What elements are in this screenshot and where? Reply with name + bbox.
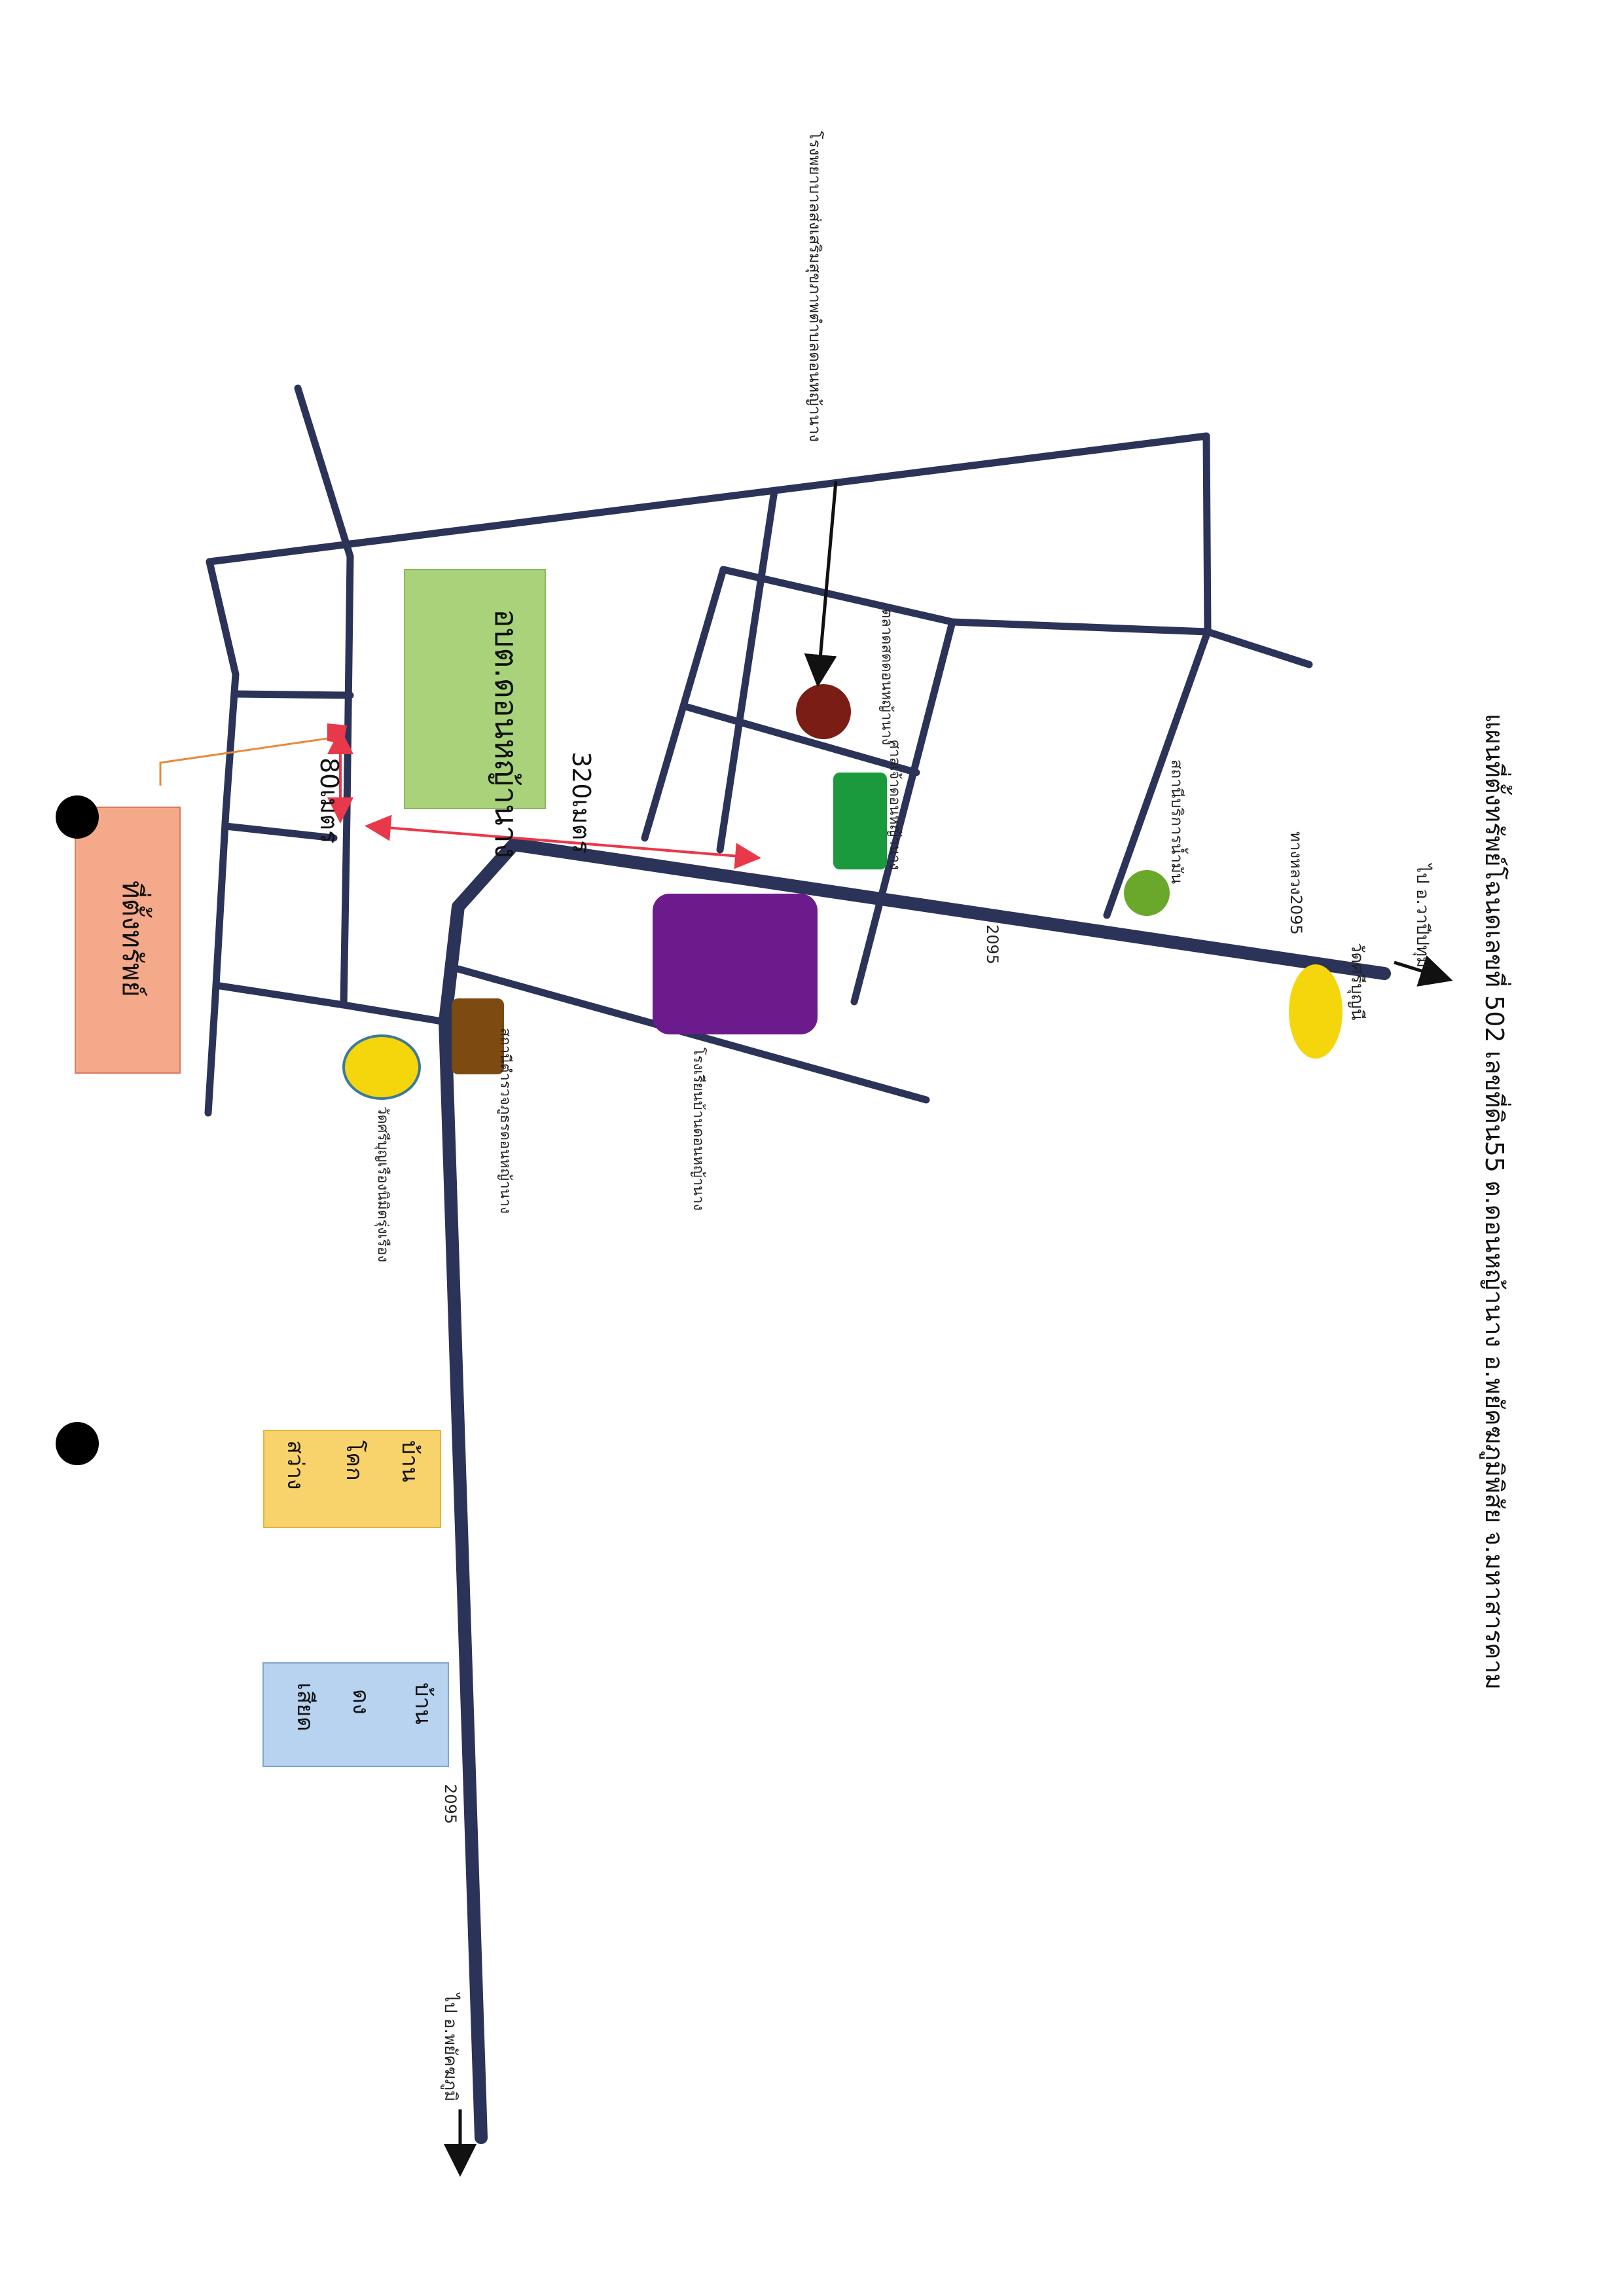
- distance-label-long: 320เมตร: [567, 752, 596, 854]
- village-khok-line-3: สว่าง: [282, 1440, 308, 1490]
- distance-arrows: [327, 728, 761, 869]
- village-dong-box: [262, 1662, 449, 1767]
- north-direction-arrow: [1394, 955, 1453, 987]
- hospital-pointer-arrow: [804, 481, 838, 687]
- village-dong-line-1: บ้าน: [410, 1683, 436, 1724]
- punch-hole-top: [56, 795, 99, 839]
- shrine-label: ศาลเจ้าดอนหญ้านาง: [886, 740, 903, 870]
- road-west-vertical: [340, 553, 354, 1009]
- subject-property-box: [75, 807, 181, 1074]
- road-west-loop: [204, 558, 240, 1117]
- market-label: ตลาดสดดอนหญ้านาง: [878, 609, 895, 745]
- village-khok-line-2: โคก: [341, 1440, 367, 1481]
- road-inner-mid: [716, 487, 778, 854]
- road-northwest-diagonal: [294, 384, 354, 560]
- shrine-block: [833, 773, 887, 869]
- subject-property-label: ที่ตั้งทรัพย์: [117, 881, 153, 997]
- village-dong-line-3: เสียด: [292, 1683, 318, 1731]
- road-west-connector-b: [222, 822, 338, 842]
- road-east-cross: [948, 618, 1212, 636]
- distance-arrow-long: [365, 814, 761, 869]
- property-flag-marker: [327, 723, 347, 743]
- village-khok-box: [263, 1430, 441, 1528]
- map-labels: แผนที่ตั้งทรัพย์โฉนดเลขที่ 502 เลขที่ดิน…: [117, 131, 1513, 2102]
- highway-label-north: 2095: [983, 924, 1001, 964]
- road-inner-cross: [683, 703, 920, 776]
- road-east-spur: [1204, 628, 1313, 668]
- temple-west-marker: [342, 1034, 421, 1100]
- police-block: [452, 998, 504, 1074]
- temple-east-marker: [1289, 964, 1343, 1059]
- school-block: [653, 894, 818, 1034]
- village-dong-line-2: ดง: [348, 1689, 374, 1715]
- temple-west-label: วัดศรีบุญเรืองนิมิตรุ่งเรือง: [374, 1106, 391, 1262]
- road-west-connector-c: [212, 981, 348, 1009]
- highway-2095: [439, 838, 1391, 2144]
- to-north-label: ไป อ.วาปีปทุม: [1413, 863, 1433, 968]
- temple-east-label: วัดศรีบุญนี: [1347, 943, 1367, 1021]
- to-south-label: ไป อ.พยัคฆภูมิ: [441, 1992, 461, 2102]
- fuel-station-label: สถานีบริการน้ำมัน: [1168, 759, 1189, 884]
- subdistrict-office-label: อบต.ดอนหญ้านาง: [488, 609, 524, 858]
- market-marker: [796, 684, 851, 739]
- minor-roads: [204, 384, 1313, 1117]
- fuel-station-marker: [1124, 870, 1170, 916]
- village-khok-line-1: บ้าน: [397, 1440, 423, 1482]
- punch-hole-bottom: [56, 1422, 99, 1465]
- police-label: สถานีตำรวจภูธรดอนหญ้านาง: [497, 1028, 513, 1214]
- hospital-label: โรงพยาบาลส่งเสริมสุขภาพตำบลดอนหญ้านาง: [805, 131, 824, 442]
- subdistrict-office-box: [404, 569, 546, 809]
- highway-label-south: 2095: [441, 1784, 460, 1824]
- map-title: แผนที่ตั้งทรัพย์โฉนดเลขที่ 502 เลขที่ดิน…: [1479, 714, 1513, 1690]
- road-west-connector-a: [232, 690, 354, 699]
- highway-name-label: ทางหลวง2095: [1287, 831, 1305, 935]
- road-south-junction: [340, 1001, 446, 1025]
- school-label: โรงเรียนบ้านดอนหญ้านาง: [690, 1048, 707, 1211]
- road-inner-west: [641, 566, 727, 842]
- distance-label-short: 80เมตร: [315, 757, 344, 843]
- road-inner-north: [719, 566, 956, 1006]
- road-north-edge: [206, 432, 1212, 636]
- subject-leader-line: [159, 737, 328, 786]
- road-east-diagonal: [1103, 628, 1212, 919]
